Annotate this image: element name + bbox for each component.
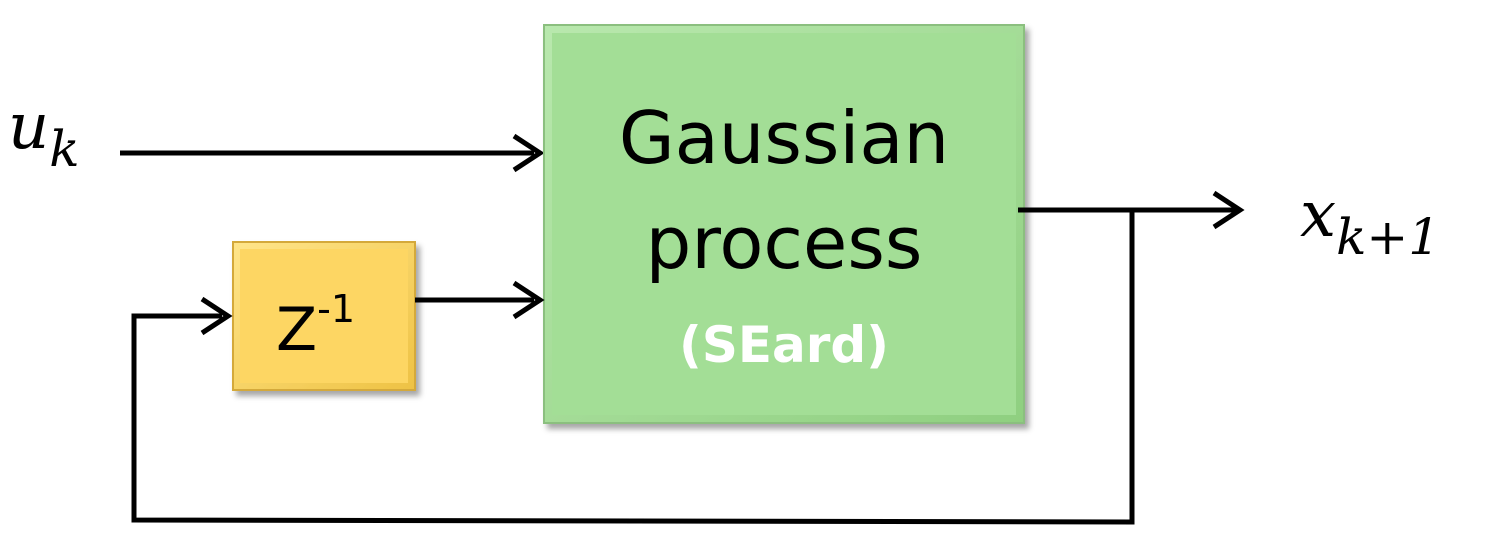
input-label: uk bbox=[8, 90, 80, 178]
gp-kernel-label: (SEard) bbox=[679, 316, 889, 374]
feedback-loop bbox=[131, 210, 1135, 525]
output-label: xk+1 bbox=[1300, 178, 1440, 266]
gp-title-line1: Gaussian bbox=[619, 96, 949, 180]
delay-block: Z-1 bbox=[232, 241, 416, 391]
output-arrow bbox=[1018, 190, 1245, 230]
input-arrow bbox=[120, 133, 545, 173]
gp-title-line2: process bbox=[646, 201, 923, 285]
gaussian-process-block: Gaussian process (SEard) bbox=[543, 24, 1025, 424]
delay-label: Z-1 bbox=[276, 287, 355, 365]
delay-to-gp-arrow bbox=[415, 280, 545, 320]
